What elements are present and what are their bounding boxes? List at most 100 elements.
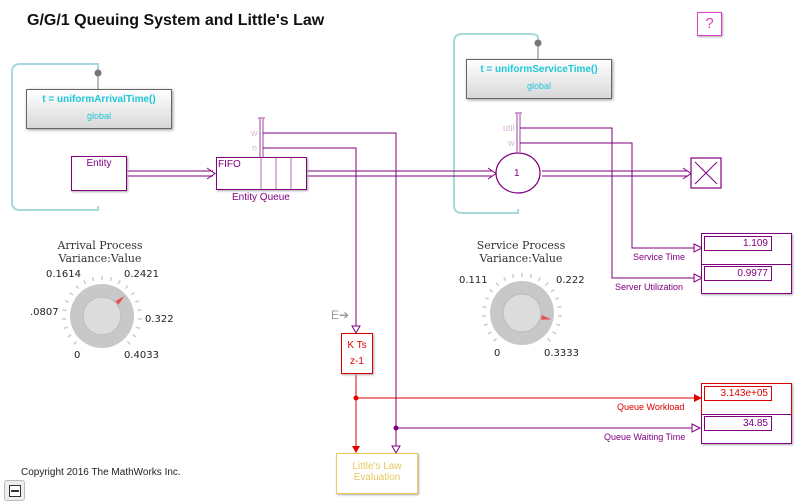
server-signal-wires: [520, 127, 704, 283]
entity-queue-block[interactable]: FIFO: [216, 157, 307, 190]
knob-tick-mark: [83, 280, 87, 285]
queue-name: Entity Queue: [232, 192, 290, 203]
knob-tick-mark: [554, 296, 560, 300]
workload-branch-point: [353, 395, 359, 401]
knob-tick-mark: [544, 282, 549, 287]
knob-tick-mark: [537, 277, 541, 282]
waiting-time-label: Queue Waiting Time: [604, 432, 686, 442]
queue-signal-wires: [263, 132, 702, 455]
knob-tick-mark: [552, 331, 557, 335]
knob-tick-mark: [126, 340, 131, 345]
workload-wires: [355, 373, 696, 446]
knob-tick-mark: [484, 296, 490, 300]
littles-law-subsystem[interactable]: Little's Law Evaluation: [336, 453, 418, 494]
arrival-tick: 0.322: [145, 314, 174, 325]
knob-tick-mark: [137, 309, 142, 312]
help-button[interactable]: ?: [697, 12, 722, 36]
knob-tick-mark: [483, 323, 488, 327]
event-marker-icon: E➔: [331, 308, 350, 322]
arrival-variance-knob[interactable]: [62, 276, 142, 348]
arrival-tick: 0.4033: [124, 350, 159, 361]
service-variance-knob[interactable]: [482, 273, 562, 345]
terminator-x-icon[interactable]: [690, 157, 722, 189]
discrete-integrator-block[interactable]: K Ts z-1: [341, 333, 373, 374]
arrival-function-scope: global: [86, 111, 112, 121]
knob-tick-mark: [117, 280, 121, 285]
knob-tick-mark: [62, 309, 67, 312]
arrival-function-block[interactable]: t = uniformArrivalTime() global: [26, 89, 172, 129]
knob-tick-mark: [69, 291, 74, 296]
knob-tick-mark: [556, 323, 561, 327]
workload-display: 3.143e+05: [704, 386, 772, 401]
service-time-display: 1.109: [704, 236, 772, 251]
service-function-call: t = uniformServiceTime(): [480, 64, 598, 75]
knob-tick-mark: [546, 337, 551, 342]
model-title: G/G/1 Queuing System and Little's Law: [27, 12, 325, 29]
arrival-tick: .0807: [30, 307, 59, 318]
queue-port-n: n: [252, 143, 258, 153]
arrival-function-call: t = uniformArrivalTime(): [42, 94, 156, 105]
knob-tick-mark: [482, 306, 487, 309]
knob-tick-mark: [67, 334, 72, 338]
workload-label: Queue Workload: [617, 402, 685, 412]
server-block[interactable]: [495, 152, 541, 194]
knob-tick-mark: [136, 326, 141, 330]
service-tick: 0.222: [556, 275, 585, 286]
copyright-text: Copyright 2016 The MathWorks Inc.: [21, 467, 181, 478]
knob-cap: [82, 296, 122, 336]
knob-tick-mark: [109, 276, 113, 282]
service-tick: 0.111: [459, 275, 488, 286]
knob-pointer: [540, 314, 552, 320]
knob-tick-mark: [493, 337, 498, 342]
knob-tick-mark: [489, 288, 494, 293]
service-function-block[interactable]: t = uniformServiceTime() global: [466, 59, 612, 99]
utilization-display: 0.9977: [704, 266, 772, 281]
utilization-label: Server Utilization: [615, 282, 684, 292]
knob-tick-mark: [132, 334, 137, 338]
queue-stat-bar: [258, 117, 265, 157]
integrator-numerator: K Ts: [347, 340, 367, 351]
knob-cap: [502, 293, 542, 333]
service-tick: 0: [494, 348, 501, 359]
knob-tick-mark: [130, 291, 135, 296]
knob-tick-mark: [75, 285, 80, 290]
knob-tick-mark: [63, 326, 68, 330]
knob-tick-mark: [64, 299, 70, 303]
queue-type-label: FIFO: [218, 159, 241, 170]
service-function-scope: global: [526, 81, 552, 91]
knob-tick-mark: [511, 273, 515, 279]
service-tick: 0.3333: [544, 348, 579, 359]
knob-tick-mark: [124, 285, 129, 290]
knob-tick-mark: [557, 306, 562, 309]
entity-path: [127, 167, 692, 180]
waiting-time-display: 34.85: [704, 416, 772, 431]
server-port-w: w: [508, 138, 515, 148]
server-stat-bar: [515, 112, 522, 152]
queue-slots: [260, 157, 292, 189]
collapse-icon[interactable]: [4, 480, 25, 501]
arrival-tick: 0.2421: [124, 269, 159, 280]
server-capacity: 1: [514, 168, 520, 179]
entity-generator-block[interactable]: Entity: [71, 156, 127, 191]
service-time-label: Service Time: [633, 252, 686, 262]
arrival-loop-wire: [11, 62, 99, 211]
knob-tick-mark: [503, 277, 507, 282]
entity-generator-label: Entity: [86, 158, 112, 169]
server-port-util: util: [503, 123, 515, 133]
knob-tick-mark: [91, 276, 95, 282]
waiting-branch-point: [393, 425, 399, 431]
knob-tick-mark: [487, 331, 492, 335]
knob-tick-mark: [73, 340, 78, 345]
knob-pointer: [115, 296, 125, 305]
integrator-denominator: z-1: [350, 356, 364, 367]
knob-tick-mark: [529, 273, 533, 279]
service-loop-wire: [453, 33, 539, 214]
knob-tick-mark: [134, 299, 140, 303]
arrival-tick: 0: [74, 350, 81, 361]
knob-tick-mark: [550, 288, 555, 293]
arrival-tick: 0.1614: [46, 269, 81, 280]
queue-port-w: w: [251, 128, 258, 138]
